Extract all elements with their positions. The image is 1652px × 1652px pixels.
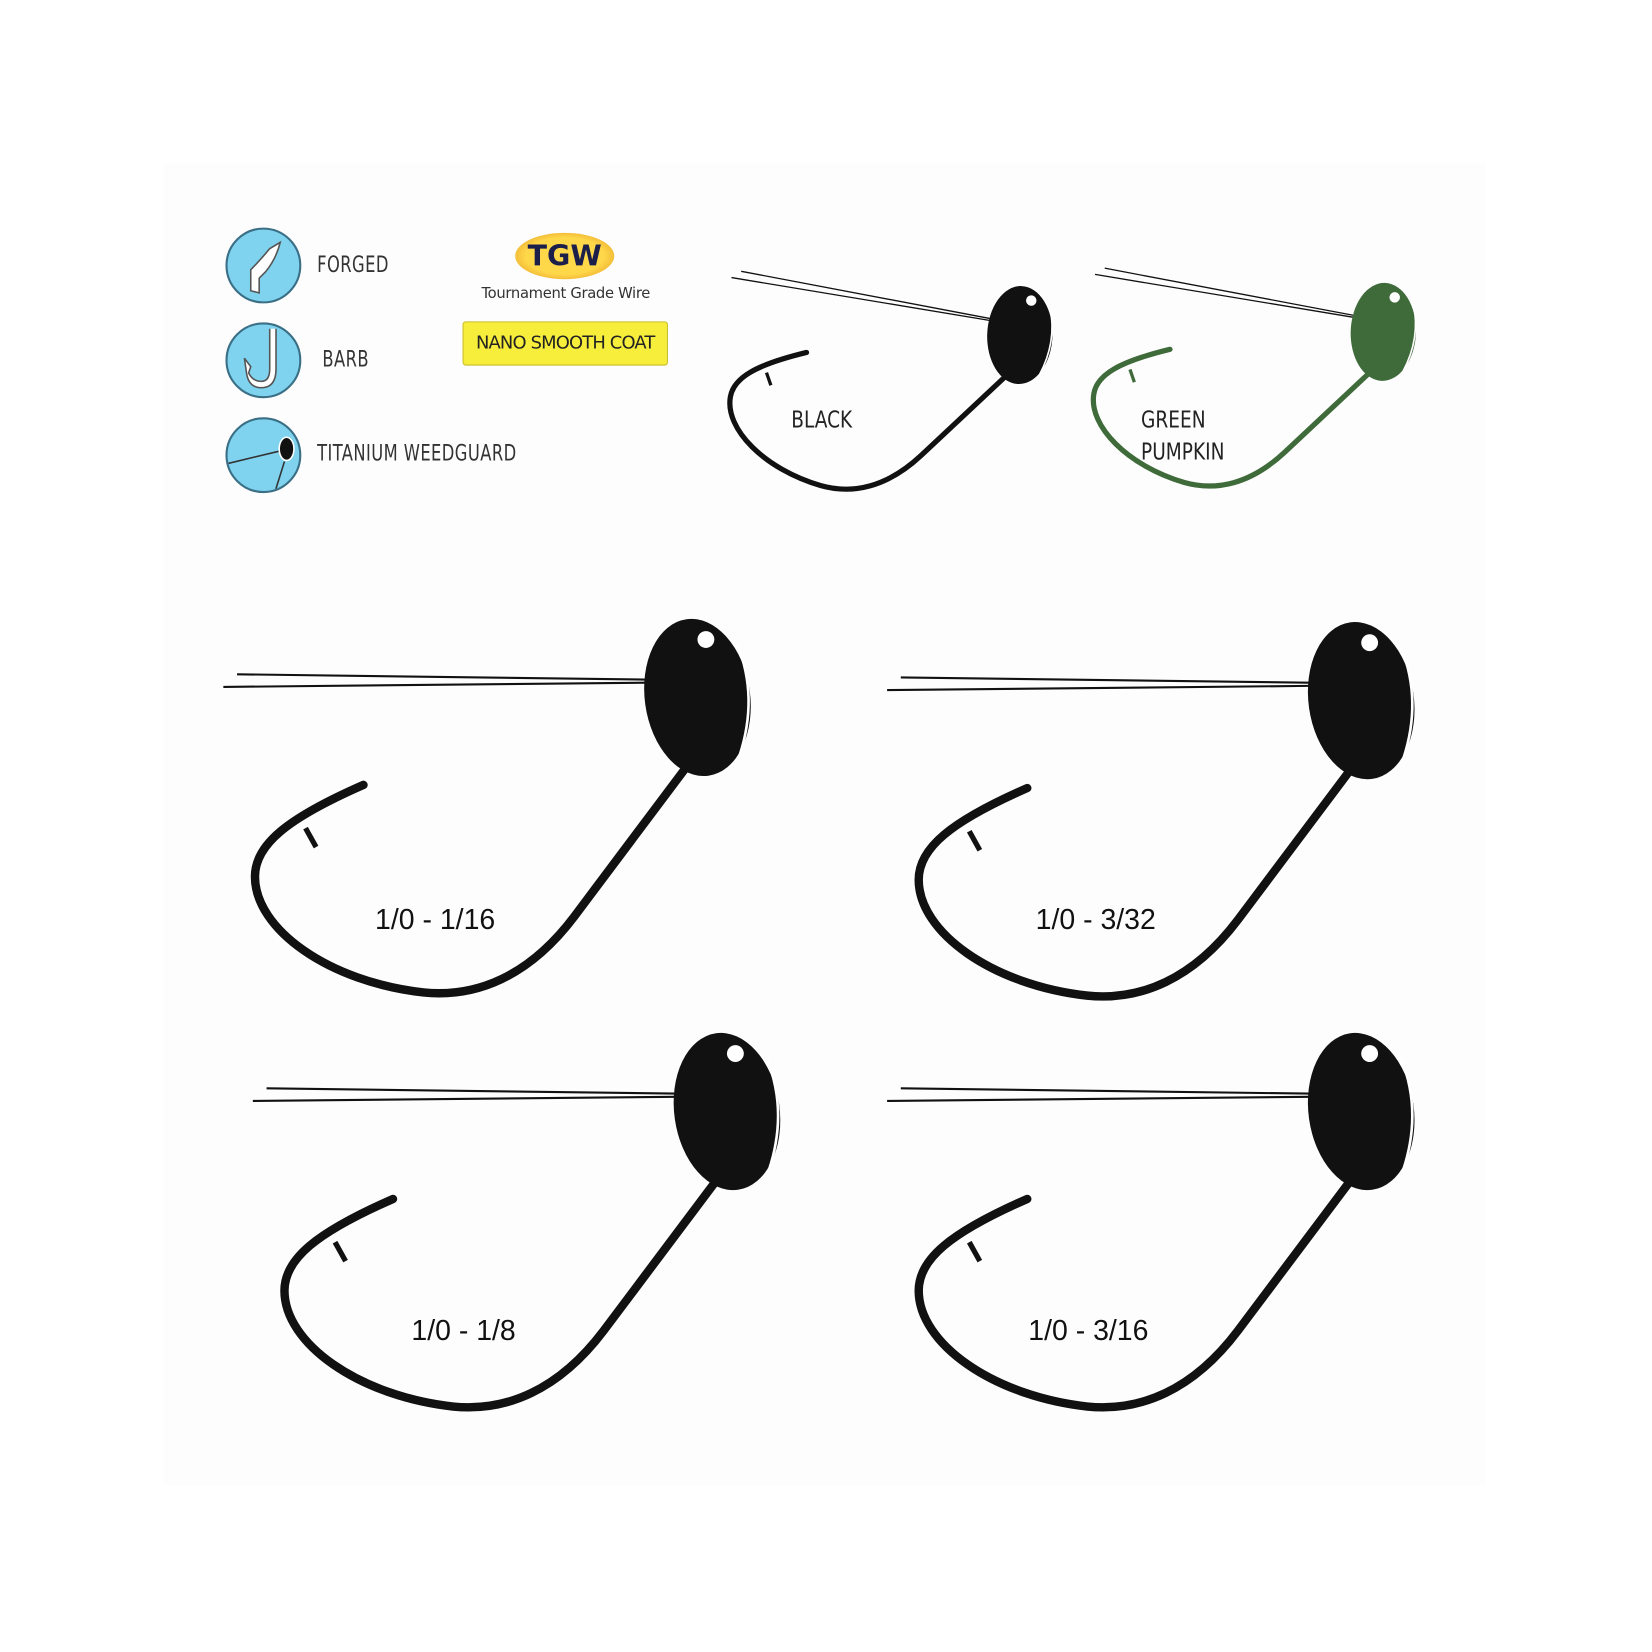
size-label: 1/0 - 3/16 (1028, 1314, 1149, 1347)
nano-smooth-coat-logo: NANO SMOOTH COAT (462, 321, 668, 366)
size-label: 1/0 - 1/16 (375, 903, 496, 936)
color-label-line2: PUMPKIN (1141, 439, 1225, 466)
hook-drawing-1-8 (253, 1026, 790, 1407)
hook-drawing-3-32 (887, 615, 1424, 996)
background-panel (163, 163, 1486, 1486)
forged-wire-icon (225, 227, 302, 304)
green-pumpkin-hook-drawing (1062, 229, 1431, 520)
feature-label-weedguard: TITANIUM WEEDGUARD (317, 440, 517, 466)
barb-hook-icon (225, 322, 302, 399)
weedguard-icon (225, 417, 302, 494)
tgw-logo: TGW (515, 232, 615, 280)
color-label-line1: GREEN (1141, 407, 1206, 435)
black-hook-drawing (699, 232, 1068, 523)
tgw-subtitle: Tournament Grade Wire (481, 285, 651, 303)
color-label-green-pumpkin: GREEN PUMPKIN (1141, 406, 1224, 469)
size-label: 1/0 - 1/8 (411, 1314, 516, 1347)
hook-drawing-3-16 (887, 1026, 1424, 1407)
feature-label-forged: FORGED (317, 251, 389, 278)
color-label-black: BLACK (791, 407, 853, 435)
size-label: 1/0 - 3/32 (1035, 903, 1156, 936)
feature-label-barb: BARB (322, 346, 370, 372)
